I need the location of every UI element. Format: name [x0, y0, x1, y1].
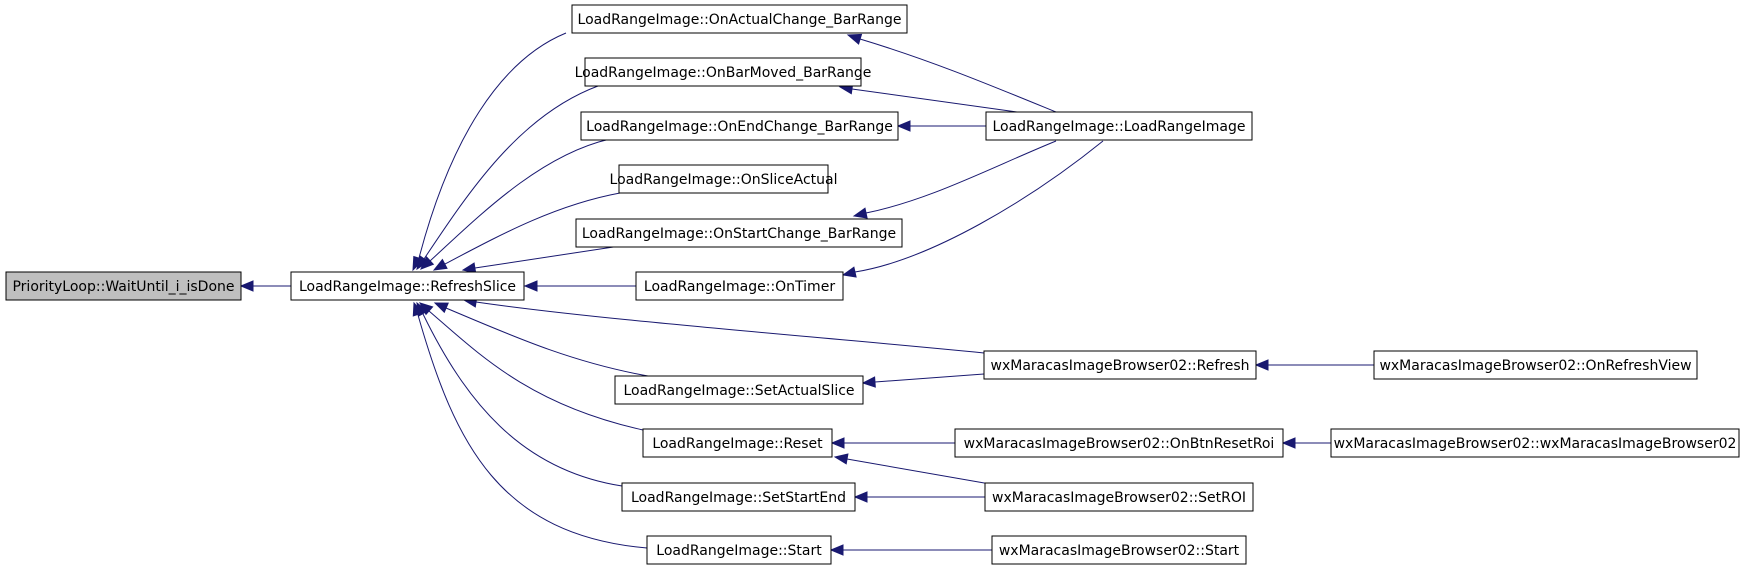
arrowhead-set-start-end [853, 491, 868, 503]
node-label-start: LoadRangeImage::Start [656, 543, 822, 559]
arrowhead-wx-refresh [1254, 359, 1269, 371]
arrowhead-refresh-slice-8 [433, 302, 449, 314]
arrowhead-on-timer [841, 266, 857, 278]
node-label-on-slice-actual: LoadRangeImage::OnSliceActual [610, 172, 838, 188]
node-wait-until[interactable]: PriorityLoop::WaitUntil_i_isDone [5, 271, 242, 301]
edge-wx-refresh-to-set-actual-slice [874, 373, 985, 383]
node-on-slice-actual[interactable]: LoadRangeImage::OnSliceActual [610, 164, 838, 194]
node-wx-ctor[interactable]: wxMaracasImageBrowser02::wxMaracasImageB… [1330, 428, 1740, 458]
edge-load-range-image-to-on-actual-change [859, 38, 1057, 113]
node-wx-start[interactable]: wxMaracasImageBrowser02::Start [991, 535, 1247, 565]
node-label-on-timer: LoadRangeImage::OnTimer [644, 279, 835, 295]
node-label-wx-on-btn-reset-roi: wxMaracasImageBrowser02::OnBtnResetRoi [964, 436, 1275, 452]
arrowhead-start [829, 544, 844, 556]
node-start[interactable]: LoadRangeImage::Start [646, 535, 832, 565]
arrowhead-set-actual-slice [861, 376, 876, 388]
node-on-start-change[interactable]: LoadRangeImage::OnStartChange_BarRange [575, 218, 903, 248]
edge-load-range-image-to-on-bar-moved [851, 88, 1018, 113]
node-label-reset: LoadRangeImage::Reset [652, 436, 823, 452]
arrowhead-on-start-change [852, 207, 868, 219]
edge-start-to-refresh-slice [417, 314, 648, 549]
arrowhead-reset-1 [830, 437, 845, 449]
node-label-wx-set-roi: wxMaracasImageBrowser02::SetROI [992, 490, 1246, 506]
edge-set-start-end-to-refresh-slice [422, 313, 623, 487]
edge-on-slice-actual-to-refresh-slice [444, 192, 621, 265]
node-label-wx-refresh: wxMaracasImageBrowser02::Refresh [991, 358, 1250, 374]
node-on-timer[interactable]: LoadRangeImage::OnTimer [635, 271, 844, 301]
node-label-wx-on-refresh-view: wxMaracasImageBrowser02::OnRefreshView [1379, 358, 1691, 374]
node-wx-set-roi[interactable]: wxMaracasImageBrowser02::SetROI [984, 482, 1254, 512]
edge-set-actual-slice-to-refresh-slice [445, 307, 649, 377]
node-on-end-change[interactable]: LoadRangeImage::OnEndChange_BarRange [580, 111, 899, 141]
node-wx-on-btn-reset-roi[interactable]: wxMaracasImageBrowser02::OnBtnResetRoi [954, 428, 1284, 458]
node-label-wait-until: PriorityLoop::WaitUntil_i_isDone [12, 279, 234, 295]
arrowhead-refresh-slice-3 [420, 256, 435, 270]
edge-on-end-change-to-refresh-slice [429, 138, 611, 262]
node-wx-refresh[interactable]: wxMaracasImageBrowser02::Refresh [983, 350, 1257, 380]
node-label-on-end-change: LoadRangeImage::OnEndChange_BarRange [586, 119, 893, 135]
node-label-load-range-image: LoadRangeImage::LoadRangeImage [992, 119, 1245, 135]
arrowhead-wait-until [239, 280, 254, 292]
arrowhead-reset-2 [833, 453, 849, 465]
arrowhead-wx-on-btn-reset-roi [1281, 437, 1296, 449]
arrowhead-on-actual-change [846, 33, 863, 45]
node-wx-on-refresh-view[interactable]: wxMaracasImageBrowser02::OnRefreshView [1373, 350, 1698, 380]
node-load-range-image[interactable]: LoadRangeImage::LoadRangeImage [985, 111, 1253, 141]
node-label-on-bar-moved: LoadRangeImage::OnBarMoved_BarRange [575, 65, 872, 81]
node-reset[interactable]: LoadRangeImage::Reset [642, 428, 833, 458]
node-label-set-start-end: LoadRangeImage::SetStartEnd [631, 490, 846, 506]
node-label-wx-ctor: wxMaracasImageBrowser02::wxMaracasImageB… [1334, 436, 1737, 452]
node-set-start-end[interactable]: LoadRangeImage::SetStartEnd [621, 482, 856, 512]
node-on-actual-change[interactable]: LoadRangeImage::OnActualChange_BarRange [571, 4, 908, 34]
arrowhead-refresh-slice-11 [412, 301, 424, 317]
node-label-on-actual-change: LoadRangeImage::OnActualChange_BarRange [578, 12, 902, 28]
edge-reset-to-refresh-slice [428, 310, 644, 431]
arrowhead-on-end-change [896, 120, 911, 132]
node-label-refresh-slice: LoadRangeImage::RefreshSlice [299, 279, 516, 295]
edge-on-actual-change-to-refresh-slice [418, 32, 567, 259]
edge-on-bar-moved-to-refresh-slice [423, 85, 599, 260]
call-nodes: PriorityLoop::WaitUntil_i_isDone LoadRan… [5, 4, 1740, 565]
edge-wx-set-roi-to-reset [846, 458, 991, 485]
edge-load-range-image-to-on-timer [854, 140, 1104, 273]
edge-wx-refresh-to-refresh-slice [475, 301, 985, 354]
edge-load-range-image-to-on-start-change [865, 140, 1057, 214]
arrowhead-refresh-slice-6 [523, 280, 538, 292]
edge-on-start-change-to-refresh-slice [474, 245, 621, 269]
call-edges [239, 32, 1374, 556]
node-set-actual-slice[interactable]: LoadRangeImage::SetActualSlice [614, 375, 864, 405]
arrowhead-refresh-slice-4 [432, 258, 448, 271]
node-label-set-actual-slice: LoadRangeImage::SetActualSlice [623, 383, 854, 399]
node-label-wx-start: wxMaracasImageBrowser02::Start [999, 543, 1240, 559]
node-label-on-start-change: LoadRangeImage::OnStartChange_BarRange [582, 226, 896, 242]
node-refresh-slice[interactable]: LoadRangeImage::RefreshSlice [290, 271, 525, 301]
node-on-bar-moved[interactable]: LoadRangeImage::OnBarMoved_BarRange [575, 57, 872, 87]
